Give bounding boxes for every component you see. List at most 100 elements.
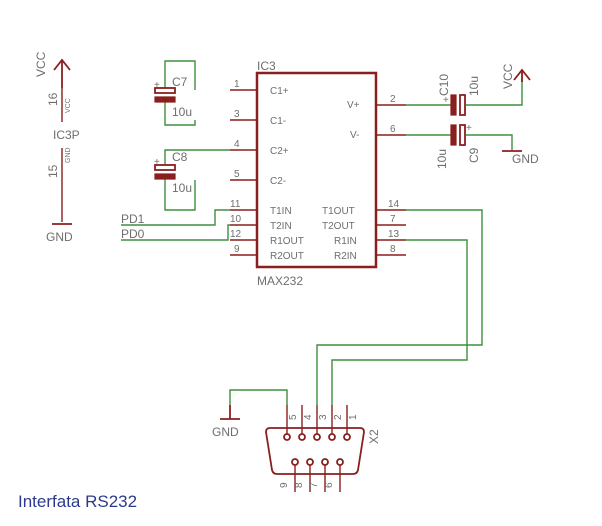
c9-value: 10u: [435, 149, 449, 169]
ic3p-gnd-pin-label: GND: [65, 147, 72, 163]
ic3-pin-number: 5: [234, 169, 240, 180]
db9-pin-socket: [336, 458, 344, 466]
serial-wires: [229, 209, 483, 405]
db9-pin-number: 4: [303, 414, 314, 420]
ic3-pin-name: C1+: [270, 86, 289, 97]
c8-value: 10u: [172, 181, 192, 195]
wire-c8-negative: [164, 179, 196, 211]
ic3-body: [255, 71, 378, 269]
ic3-pin-name: C2+: [270, 146, 289, 157]
wire-c9-gnd: [466, 134, 513, 150]
db9-connector-x2: 5 4 3 2 1 9 8 7 6 X2: [265, 405, 381, 492]
supply-gnd-connector: GND: [212, 405, 240, 439]
ic3-pin-name: T1IN: [270, 206, 292, 217]
c7-plus-sign: +: [154, 80, 160, 91]
db9-pin-socket: [321, 458, 329, 466]
ic3-pin-number: 11: [230, 199, 241, 210]
db9-pin-socket: [343, 433, 351, 441]
c9-plus-sign: +: [466, 123, 472, 134]
input-nets: PD1 PD0: [121, 209, 230, 241]
wire-c7-negative: [164, 102, 196, 126]
ic3-ref: IC3: [257, 59, 276, 73]
db9-pin-socket: [291, 458, 299, 466]
c9-ref: C9: [467, 147, 481, 163]
net-label-pd0: PD0: [121, 227, 145, 241]
db9-pin-socket: [283, 433, 291, 441]
supply-vcc-right: VCC: [501, 63, 531, 89]
c10-value: 10u: [467, 76, 481, 96]
wire-pd0: [121, 224, 230, 241]
db9-pin-number: 8: [294, 482, 305, 488]
wire-c8-positive: [164, 149, 230, 165]
ic3p-vcc-pin-label: VCC: [65, 98, 72, 113]
ic3-pin-name: V-: [350, 130, 359, 141]
c8-negative-plate: [154, 173, 176, 180]
db9-pin-number: 9: [279, 482, 290, 488]
ic3-pin-number: 8: [390, 244, 396, 255]
ic3-pin-name: C1-: [270, 116, 286, 127]
ic3p-ref-label: IC3P: [53, 128, 80, 142]
ic3p-power-block: VCC 16 VCC 15 GND IC3P GND: [34, 51, 80, 244]
db9-pin-socket: [313, 433, 321, 441]
ic3-pin-number: 9: [234, 244, 240, 255]
db9-pin-number: 2: [333, 414, 344, 420]
ic3p-gnd-supply-label: GND: [46, 230, 73, 244]
ic3-pin-name: R2IN: [334, 251, 357, 262]
wire-c7-positive: [164, 60, 196, 90]
ic3-pin-number: 1: [234, 79, 240, 90]
ic3-pin-number: 14: [388, 199, 400, 210]
c9-negative-plate: [450, 124, 457, 146]
capacitor-c9: + 10u C9: [406, 123, 513, 169]
c9-positive-plate: [459, 124, 466, 146]
ic3-pin-name: T2OUT: [322, 221, 355, 232]
c7-ref: C7: [172, 75, 188, 89]
capacitor-c7: + C7 10u: [154, 60, 196, 126]
x2-ref: X2: [367, 429, 381, 444]
c7-negative-plate: [154, 96, 176, 103]
ic3p-gnd-pin-number: 15: [46, 164, 60, 178]
ic3-pin-number: 13: [388, 229, 400, 240]
ic3p-vcc-pin-number: 16: [46, 92, 60, 106]
c10-plus-sign: +: [443, 95, 449, 106]
capacitor-c10: + C10 10u: [406, 74, 523, 116]
ic3-pin-name: R1IN: [334, 236, 357, 247]
db9-pin-socket: [328, 433, 336, 441]
ic3-pin-number: 6: [390, 124, 396, 135]
c8-ref: C8: [172, 150, 188, 164]
c8-plus-sign: +: [154, 157, 160, 168]
db9-pin-number: 5: [288, 414, 299, 420]
gnd-connector-label: GND: [212, 425, 239, 439]
ic3-pin-number: 2: [390, 94, 396, 105]
db9-shell: [265, 427, 365, 475]
vcc-arrow-icon: [53, 58, 71, 71]
ic3-pin-name: T1OUT: [322, 206, 355, 217]
ic3-pin-number: 7: [390, 214, 396, 225]
ic3-pin-name: R1OUT: [270, 236, 304, 247]
ic3-pin-number: 4: [234, 139, 240, 150]
ic3-pin-number: 12: [230, 229, 242, 240]
ic3-max232: IC3 MAX232 1 3 4 5 11 10 12 9 C1+ C1- C2…: [230, 59, 406, 288]
net-label-pd1: PD1: [121, 212, 145, 226]
ic3-pin-number: 10: [230, 214, 242, 225]
db9-pin-number: 3: [318, 414, 329, 420]
db9-pin-socket: [306, 458, 314, 466]
supply-gnd-right: GND: [502, 150, 539, 166]
wire-c10-vcc: [466, 80, 523, 106]
c10-negative-plate: [450, 94, 457, 116]
c8-positive-plate: [154, 164, 176, 171]
wire-r1in: [331, 239, 468, 405]
vcc-supply-label: VCC: [34, 51, 48, 77]
db9-pin-number: 6: [324, 482, 335, 488]
c7-value: 10u: [172, 105, 192, 119]
wire-pd1: [121, 209, 230, 226]
c10-ref: C10: [437, 74, 451, 96]
wire-db9-gnd: [229, 389, 288, 405]
ic3-pin-name: R2OUT: [270, 251, 304, 262]
vcc-arrow-icon: [513, 68, 531, 81]
wire-t1out: [316, 209, 483, 405]
ic3-pin-number: 3: [234, 109, 240, 120]
ic3-pin-name: C2-: [270, 176, 286, 187]
capacitor-c8: + C8 10u: [154, 149, 230, 211]
ic3-value: MAX232: [257, 274, 303, 288]
